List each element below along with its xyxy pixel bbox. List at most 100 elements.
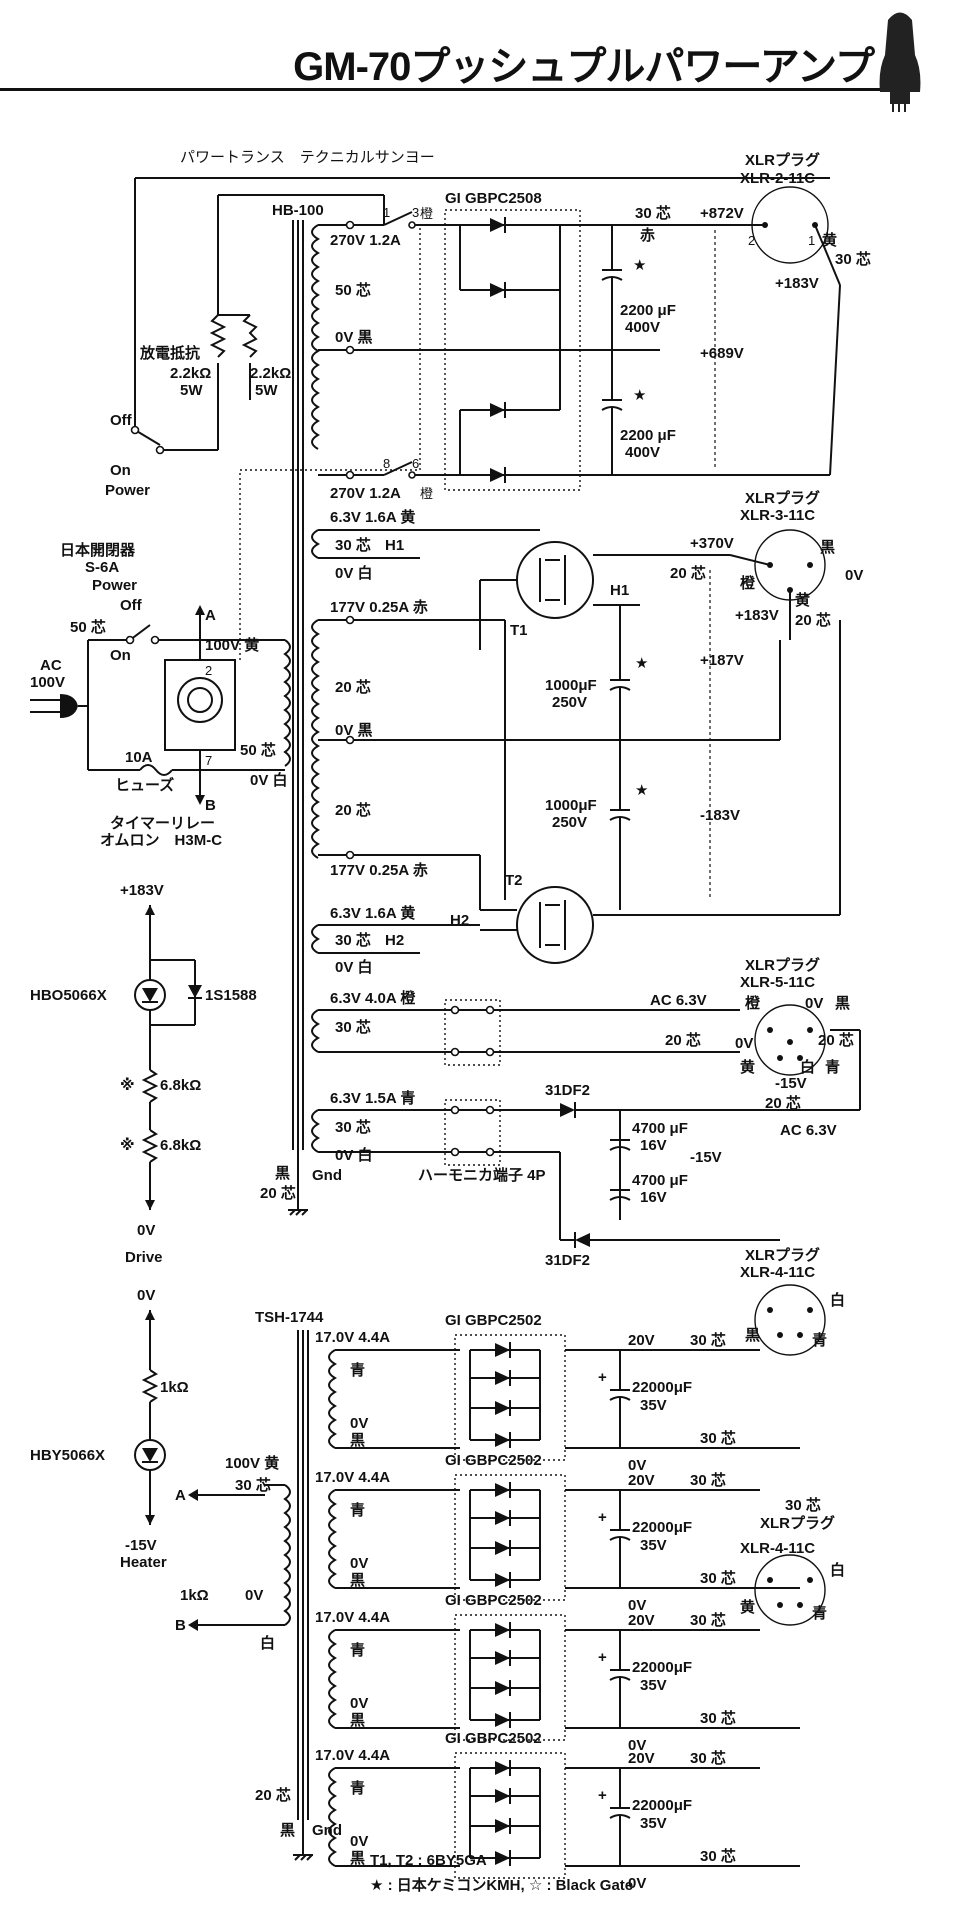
heater-label: Heater [120,1554,167,1571]
blue-label: 青 [350,1361,365,1379]
svg-text:2: 2 [748,233,755,248]
b-plus-20core-1: 20 芯 [335,678,371,696]
heater-vm15: -15V [125,1537,157,1554]
cap1000-label-1: 1000μF [545,677,597,694]
ground-icon [288,1209,308,1216]
winding-63v-15a [311,1099,780,1248]
w17-label: 17.0V 4.4A [315,1609,390,1626]
v187-label: +187V [700,652,744,669]
heater-r1k-label: 1kΩ [160,1379,189,1396]
b-plus-zero-black: 0V 黒 [335,722,373,739]
cap4700-v-2: 16V [640,1189,667,1206]
hbo5066x-label: HBO5066X [30,987,107,1004]
xlr-5-orange: 橙 [745,994,761,1012]
zero-label: 0V [350,1415,368,1432]
cap2200-voltage-1: 400V [625,319,660,336]
gbpc2502-label: GI GBPC2502 [445,1312,542,1329]
svg-text:+: + [598,1509,607,1526]
s6a-switch-wiring: 27 [78,225,421,805]
cap2200-label-1: 2200 μF [620,302,676,319]
tsh-black: 黒 [280,1822,295,1839]
t2-label: T2 [505,872,523,889]
cap35v-label: 35V [640,1815,667,1832]
heater-winding-h2 [311,924,480,954]
cap22000-label: 22000μF [632,1797,692,1814]
d31df2-label-1: 31DF2 [545,1082,590,1099]
tsh-node-b: B [175,1617,186,1634]
b-plus-20core-2: 20 芯 [335,801,371,819]
r68k-label-2: 6.8kΩ [160,1137,201,1154]
xlr-4a-blue: 青 [812,1331,827,1349]
hby5066x-label: HBY5066X [30,1447,105,1464]
svg-text:橙: 橙 [420,486,433,501]
footnote-tubes: T1, T2 : 6BY5GA [370,1852,487,1869]
ac-label: AC [40,657,62,674]
heater-winding-h1 [311,529,540,559]
harmonica-label: ハーモニカ端子 4P [418,1166,546,1184]
tsh-r1k: 1kΩ [180,1587,209,1604]
cap2200-label-2: 2200 μF [620,427,676,444]
svg-text:+: + [598,1649,607,1666]
xlr-3-plug-label: XLRプラグ [745,489,820,507]
w177-1-label: 177V 0.25A 赤 [330,598,428,616]
footnote-caps: ★ : 日本ケミコンKMH, ☆ : Black Gate [370,1876,633,1894]
h2-30core: 30 芯 [335,931,371,949]
b-plus-secondary-coil [311,615,781,900]
xlr-5-white: 白 [800,1058,815,1076]
gbpc2502-label: GI GBPC2502 [445,1730,542,1747]
h1-zero-white: 0V 白 [335,564,373,582]
xlr-3-yellow: 黄 [795,591,810,609]
gbpc2502-label: GI GBPC2502 [445,1452,542,1469]
power-label: Power [105,482,150,499]
ct30-label: 30 芯 [690,1331,726,1349]
xlr-5-blue: 青 [825,1058,840,1076]
cap4700-label-2: 4700 μF [632,1172,688,1189]
t1-rectifier-tube [479,541,730,650]
tsh-gnd: Gnd [312,1822,342,1839]
w270-1-label: 270V 1.2A [330,232,401,249]
ac100v-label: 100V [30,674,65,691]
drive-label: Drive [125,1249,163,1266]
omron-label: オムロン H3M-C [100,832,222,849]
w17-label: 17.0V 4.4A [315,1329,390,1346]
w63-4a-30core: 30 芯 [335,1018,371,1036]
xlr-3-20core: 20 芯 [670,564,706,582]
gbpc2502-label: GI GBPC2502 [445,1592,542,1609]
ct50-label: 50 芯 [335,281,371,299]
xlr-5-20core-b: 20 芯 [818,1031,854,1049]
w63-15a-30core: 30 芯 [335,1118,371,1136]
xlr-5-vm15: -15V [775,1075,807,1092]
hb100-gnd-black: 黒 [275,1165,290,1182]
w63-15a-label: 6.3V 1.5A 青 [330,1089,415,1107]
h1-30core: 30 芯 [335,536,371,554]
xlr-3-black: 黒 [820,539,835,556]
s6a-label: S-6A [85,559,119,576]
cap4700-label-1: 4700 μF [632,1120,688,1137]
xlr-4b-blue: 青 [812,1604,827,1622]
t1-label: T1 [510,622,528,639]
black-label: 黒 [350,1432,365,1449]
xlr-5-20core-a: 20 芯 [665,1031,701,1049]
svg-text:2: 2 [205,663,212,678]
cap35v-label: 35V [640,1677,667,1694]
v0-label: 0V [628,1457,646,1474]
xlr-3-11c-connector [729,529,826,640]
xlr-5-ac63-b: AC 6.3V [780,1122,837,1139]
tsh-white: 白 [260,1634,275,1652]
w63-16a-2-label: 6.3V 1.6A 黄 [330,904,415,922]
xlr-5-20core-c: 20 芯 [765,1094,801,1112]
t1-h1-label: H1 [610,582,629,599]
r5w-label-2: 5W [255,382,278,399]
xlr-5-ac63-a: AC 6.3V [650,992,707,1009]
w63-16a-label: 6.3V 1.6A 黄 [330,508,415,526]
ct30-label-b: 30 芯 [700,1429,736,1447]
h1-label: H1 [385,537,404,554]
tube-logo-icon [879,12,921,112]
svg-text:+: + [598,1787,607,1804]
svg-text:★: ★ [633,387,646,404]
s6a-50core: 50 芯 [70,618,106,636]
relay-yellow100: 100V 黄 [205,636,259,654]
xlr-3-v183: +183V [735,607,779,624]
